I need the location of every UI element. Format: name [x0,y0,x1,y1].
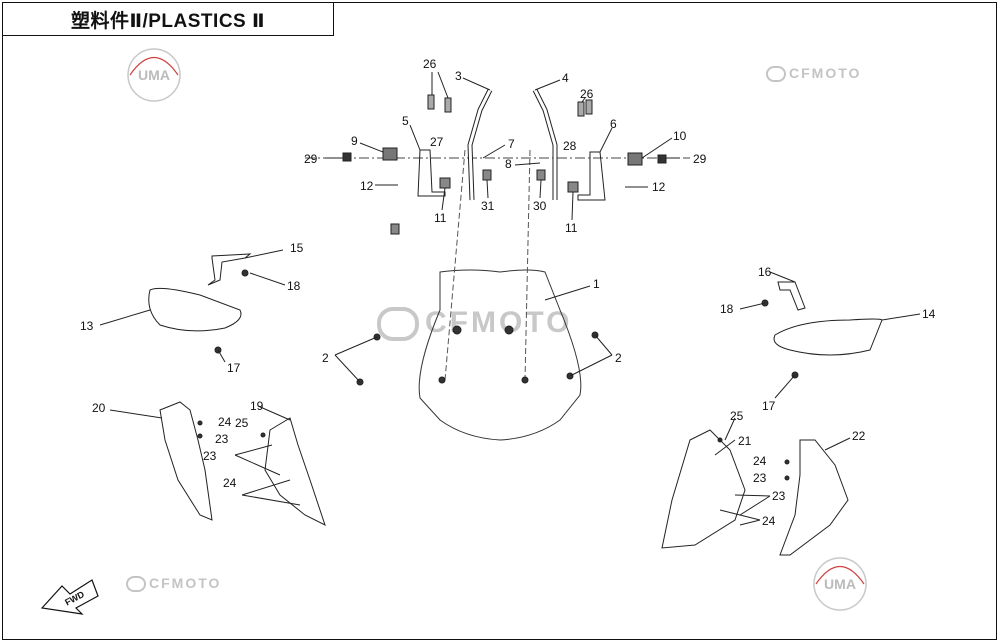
left-side-cover-19 [264,417,326,526]
callout-26: 26 [580,87,594,101]
left-side-cover-20 [159,401,213,521]
callout-17: 17 [762,399,776,413]
callout-31: 31 [481,199,495,213]
callout-24: 24 [762,514,776,528]
page-title: 塑料件Ⅱ/PLASTICS Ⅱ [2,2,334,36]
callout-12: 12 [652,180,666,194]
cfmoto-logo-icon [766,66,786,83]
right-side-cover-22 [779,439,849,556]
callout-11: 11 [565,221,578,235]
cfmoto-watermark: CFMOTO [766,65,861,83]
callout-17: 17 [227,361,241,375]
callout-24: 24 [753,454,767,468]
callout-2: 2 [615,351,622,365]
callout-21: 21 [738,434,752,448]
callout-29: 29 [693,152,707,166]
callout-16: 16 [758,265,772,279]
callout-13: 13 [80,319,94,333]
callout-23: 23 [772,489,786,503]
callout-23: 23 [753,471,767,485]
callout-24: 24 [223,476,237,490]
callout-2: 2 [322,351,329,365]
callout-30: 30 [533,199,547,213]
callout-12: 12 [360,179,374,193]
right-side-cover-21 [661,429,746,549]
uma-logo-icon: UMA [127,48,181,102]
callout-19: 19 [250,399,264,413]
callout-11: 11 [434,211,447,225]
fwd-arrow-icon: FWD [40,579,99,615]
callout-22: 22 [852,429,866,443]
callout-14: 14 [922,307,936,321]
callout-25: 25 [235,416,249,430]
callout-labels: 1 2 2 3 4 5 6 7 8 9 10 11 11 12 12 13 14… [80,57,936,528]
callout-7: 7 [508,137,515,151]
uma-logo-icon: UMA [813,557,867,611]
callout-6: 6 [610,117,617,131]
callout-28: 28 [563,139,577,153]
cfmoto-watermark: CFMOTO [126,575,221,593]
callout-1: 1 [593,277,600,291]
callout-23: 23 [203,449,217,463]
callout-8: 8 [505,157,512,171]
callout-3: 3 [455,69,462,83]
callout-15: 15 [290,241,304,255]
callout-18: 18 [720,302,734,316]
callout-18: 18 [287,279,301,293]
callout-29: 29 [304,152,318,166]
callout-25: 25 [730,409,744,423]
callout-20: 20 [92,401,106,415]
callout-23: 23 [215,432,229,446]
callout-24: 24 [218,415,232,429]
right-handguard [773,318,883,356]
callout-5: 5 [402,114,409,128]
cfmoto-logo-icon [126,576,146,593]
callout-27: 27 [430,135,444,149]
callout-26: 26 [423,57,437,71]
uma-logo-text: UMA [138,67,170,83]
windshield [418,269,582,441]
callout-4: 4 [562,71,569,85]
uma-logo-text: UMA [824,576,856,592]
callout-10: 10 [673,129,687,143]
cfmoto-logo-icon [377,307,419,342]
callout-9: 9 [351,134,358,148]
left-handguard [148,287,242,332]
